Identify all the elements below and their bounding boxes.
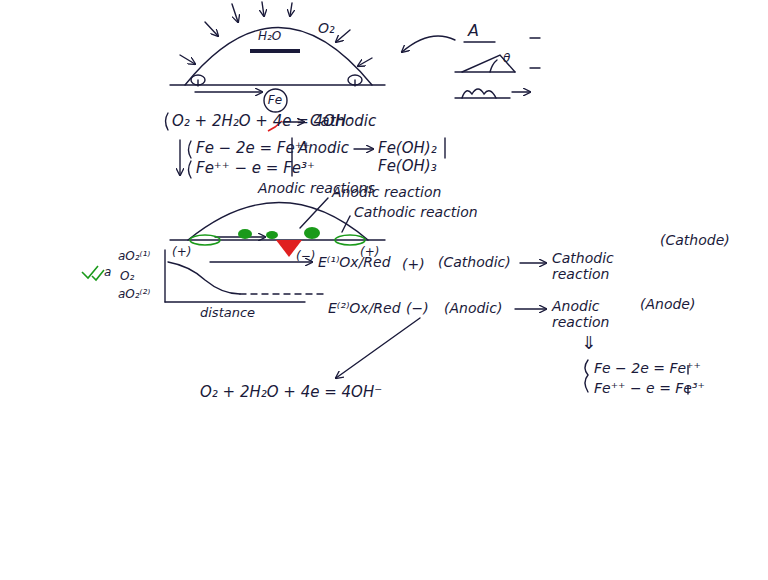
product-formula: Fe(OH)₃ <box>378 158 437 175</box>
callout-label: Cathodic reaction <box>354 204 478 220</box>
axis-label: O₂ <box>120 270 134 284</box>
potential-label: E⁽¹⁾Ox/Red <box>318 254 391 270</box>
axis-label: a <box>104 266 111 280</box>
reaction-equation: Fe⁺⁺ − e = Fe³⁺ <box>196 160 315 177</box>
reaction-equation: Fe⁺⁺ − e = Fe³⁺ <box>594 380 705 396</box>
reaction-equation: Fe − 2e = Fe⁺⁺ <box>196 140 311 157</box>
product-formula: Fe(OH)₂ <box>378 140 437 157</box>
reaction-type: Cathodic <box>310 113 376 130</box>
reaction-equation: Fe − 2e = Fe⁺⁺ <box>594 360 701 376</box>
reaction-label: Cathodic reaction <box>552 250 632 282</box>
gas-label: O₂ <box>318 20 335 36</box>
element-symbol: Fe <box>268 93 282 107</box>
reaction-type: (Anodic) <box>444 300 502 316</box>
electrode-label: (Anode) <box>640 296 695 312</box>
angle-symbol: θ <box>503 52 510 66</box>
reaction-type: (Cathodic) <box>438 254 511 270</box>
reaction-equation: O₂ + 2H₂O + 4e = 4OH⁻ <box>200 384 382 401</box>
water-label: H₂O <box>258 30 281 44</box>
sketch-label: A <box>468 22 479 40</box>
arrow-symbol: ⇓ <box>581 333 596 354</box>
potential-label: E⁽²⁾Ox/Red <box>328 300 401 316</box>
axis-label: aO₂⁽²⁾ <box>118 288 150 302</box>
polarity-sign: (+) <box>402 256 425 272</box>
callout-label: Anodic reaction <box>332 184 441 200</box>
reaction-label: Anodic reaction <box>552 298 624 330</box>
polarity-sign: (−) <box>296 250 315 264</box>
polarity-sign: (+) <box>172 246 191 260</box>
electrode-label: (Cathode) <box>660 232 730 248</box>
axis-label: distance <box>200 306 255 321</box>
polarity-sign: (−) <box>406 300 429 316</box>
reaction-type: Anodic <box>298 140 349 157</box>
circled-element: Fe <box>263 88 288 113</box>
axis-label: aO₂⁽¹⁾ <box>118 250 150 264</box>
